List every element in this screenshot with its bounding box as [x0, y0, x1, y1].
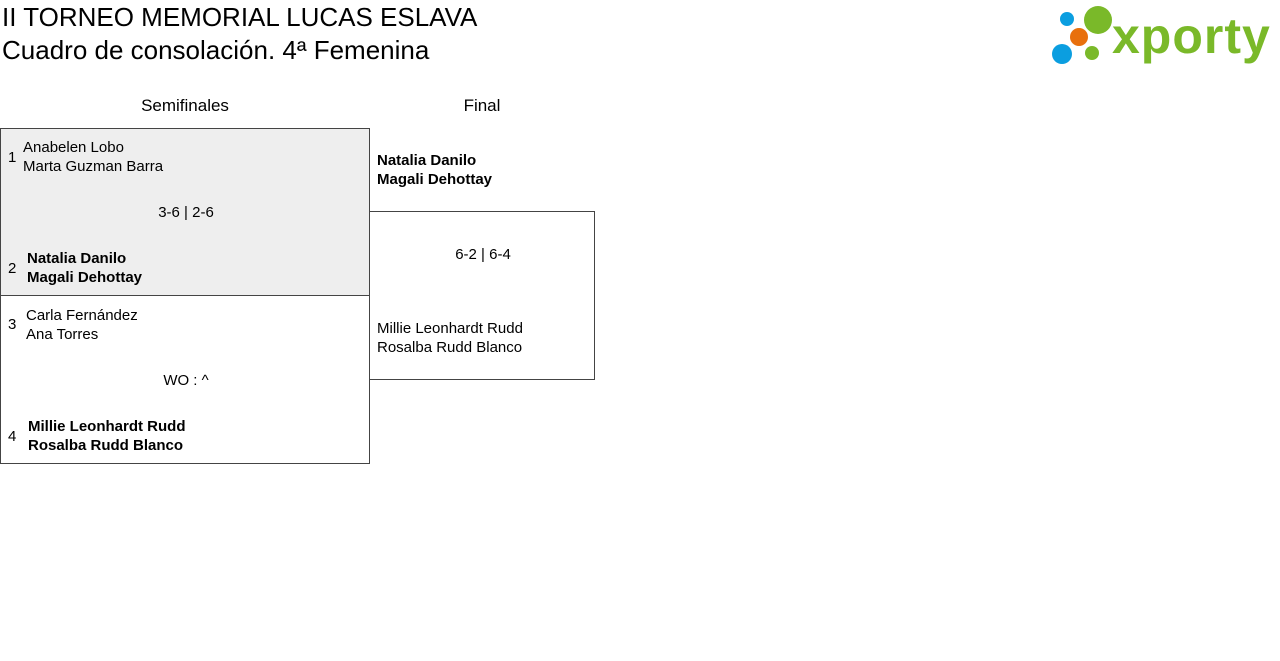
tournament-title: II TORNEO MEMORIAL LUCAS ESLAVA	[2, 2, 478, 32]
match-score: WO : ^	[163, 372, 209, 389]
match-score: 6-2 | 6-4	[455, 246, 511, 263]
round-final: Final	[463, 96, 501, 115]
seed: 4	[8, 428, 17, 445]
match-score: 3-6 | 2-6	[158, 204, 214, 221]
draw-subtitle: Cuadro de consolación. 4ª Femenina	[2, 35, 430, 65]
seed: 3	[8, 316, 17, 333]
round-semifinales: Semifinales	[141, 96, 229, 115]
xporty-logo: xporty	[1052, 4, 1276, 66]
seed: 1	[8, 149, 17, 166]
seed: 2	[8, 260, 17, 277]
